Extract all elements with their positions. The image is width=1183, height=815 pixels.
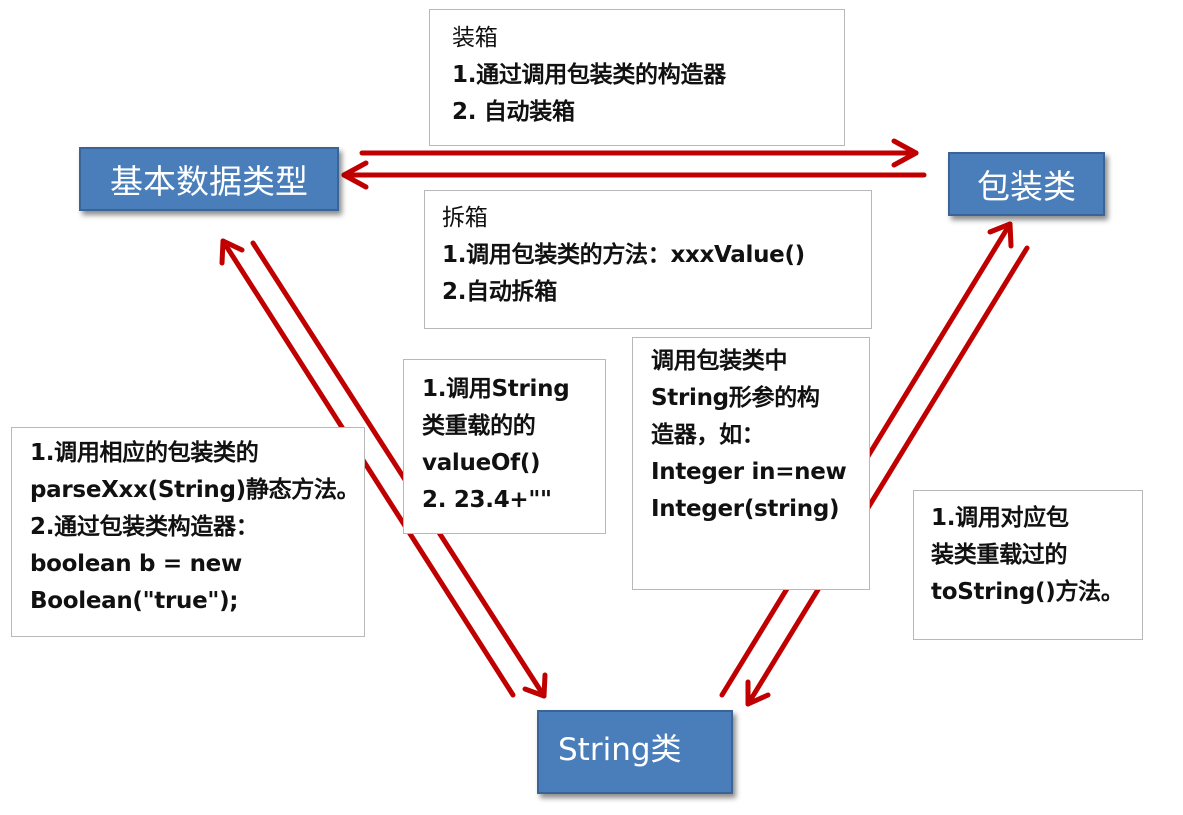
note-string-to-primitive-line: boolean b = new — [30, 551, 242, 577]
node-primitive-types: 基本数据类型 — [79, 147, 339, 211]
note-primitive-to-string-line: 类重载的的 — [422, 413, 536, 439]
note-boxing: 装箱 1.通过调用包装类的构造器 2. 自动装箱 — [429, 9, 845, 146]
note-primitive-to-string: 1.调用String 类重载的的 valueOf() 2. 23.4+"" — [403, 359, 606, 534]
note-primitive-to-string-line: 2. 23.4+"" — [422, 487, 552, 513]
note-wrapper-to-string: 1.调用对应包 装类重载过的 toString()方法。 — [913, 490, 1143, 640]
node-string-class-label: String类 — [558, 731, 682, 768]
note-unboxing-line: 1.调用包装类的方法：xxxValue() — [442, 242, 805, 268]
note-string-to-wrapper-line: Integer in=new — [651, 459, 847, 485]
note-string-to-primitive-line: 1.调用相应的包装类的 — [30, 440, 259, 466]
note-string-to-primitive-line: parseXxx(String)静态方法。 — [30, 477, 360, 503]
note-boxing-line: 1.通过调用包装类的构造器 — [452, 62, 726, 88]
note-string-to-wrapper: 调用包装类中 String形参的构 造器，如： Integer in=new I… — [632, 337, 870, 590]
node-wrapper-class-label: 包装类 — [977, 167, 1076, 206]
node-string-class: String类 — [537, 710, 733, 794]
note-string-to-wrapper-line: Integer(string) — [651, 496, 840, 522]
note-boxing-line: 2. 自动装箱 — [452, 99, 575, 125]
note-wrapper-to-string-line: 装类重载过的 — [931, 542, 1068, 568]
note-wrapper-to-string-line: toString()方法。 — [931, 579, 1124, 605]
note-string-to-primitive: 1.调用相应的包装类的 parseXxx(String)静态方法。 2.通过包装… — [11, 427, 365, 637]
note-unboxing-line: 2.自动拆箱 — [442, 279, 557, 305]
note-unboxing: 拆箱 1.调用包装类的方法：xxxValue() 2.自动拆箱 — [424, 190, 872, 329]
node-wrapper-class: 包装类 — [948, 152, 1105, 216]
note-string-to-primitive-line: Boolean("true"); — [30, 588, 239, 614]
note-boxing-title: 装箱 — [452, 25, 498, 51]
note-string-to-wrapper-line: 造器，如： — [651, 422, 765, 448]
note-unboxing-title: 拆箱 — [442, 205, 488, 231]
note-primitive-to-string-line: valueOf() — [422, 450, 541, 476]
arrow-wrapper-to-basic — [341, 160, 927, 190]
note-string-to-wrapper-line: String形参的构 — [651, 385, 820, 411]
note-string-to-primitive-line: 2.通过包装类构造器： — [30, 514, 259, 540]
note-string-to-wrapper-line: 调用包装类中 — [651, 348, 788, 374]
note-wrapper-to-string-line: 1.调用对应包 — [931, 505, 1069, 531]
note-primitive-to-string-line: 1.调用String — [422, 376, 570, 402]
node-primitive-types-label: 基本数据类型 — [110, 162, 308, 201]
